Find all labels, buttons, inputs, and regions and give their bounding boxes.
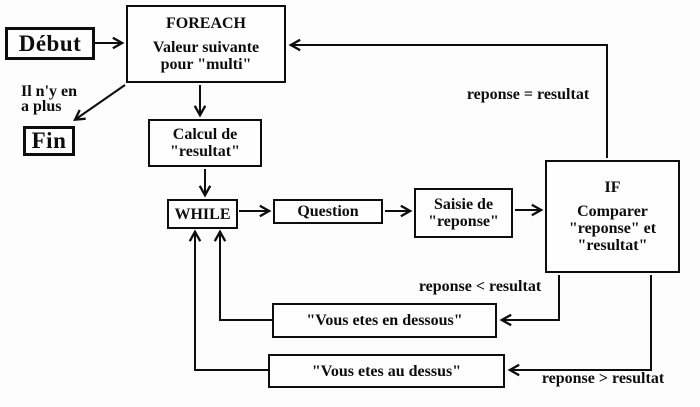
arrow-if-to-foreach	[292, 45, 608, 158]
node-foreach-line2: pour "multi"	[160, 56, 252, 73]
label-no-more-line2: a plus	[21, 98, 62, 115]
label-no-more-line1: Il n'y en	[21, 83, 78, 100]
node-foreach-title: FOREACH	[166, 15, 246, 32]
node-fin: Fin	[23, 126, 75, 156]
node-calcul-line2: "resultat"	[170, 143, 240, 160]
node-dessous: "Vous etes en dessous"	[272, 303, 497, 338]
node-saisie-line2: "reponse"	[428, 213, 499, 230]
node-dessus-label: "Vous etes au dessus"	[311, 362, 462, 380]
node-saisie-line1: Saisie de	[433, 196, 494, 213]
node-dessous-label: "Vous etes en dessous"	[306, 312, 463, 329]
node-if: IF Comparer "reponse" et "resultat"	[545, 160, 680, 273]
node-fin-label: Fin	[31, 128, 67, 153]
node-if-title: IF	[604, 179, 621, 196]
label-reponse-less: reponse < resultat	[418, 278, 542, 295]
node-if-line2: "reponse" et	[568, 220, 657, 237]
node-if-line3: "resultat"	[577, 237, 648, 254]
node-calcul: Calcul de "resultat"	[148, 119, 262, 167]
arrow-foreach-to-fin	[76, 84, 126, 119]
label-no-more: Il n'y en a plus	[21, 83, 93, 115]
node-calcul-line1: Calcul de	[172, 126, 238, 143]
label-reponse-greater: reponse > resultat	[541, 370, 665, 387]
node-while: WHILE	[167, 199, 238, 229]
arrow-dessous-to-while	[220, 233, 272, 321]
node-dessus: "Vous etes au dessus"	[268, 354, 505, 388]
node-if-line1: Comparer	[577, 203, 648, 220]
node-saisie: Saisie de "reponse"	[414, 188, 513, 238]
node-foreach-line1: Valeur suivante	[152, 39, 260, 56]
node-question: Question	[273, 199, 383, 224]
label-reponse-equal: reponse = resultat	[466, 86, 590, 103]
arrow-if-to-dessus	[511, 275, 652, 370]
node-foreach: FOREACH Valeur suivante pour "multi"	[126, 5, 286, 83]
arrow-if-to-dessous	[503, 275, 560, 320]
arrow-dessus-to-while	[195, 233, 268, 371]
node-while-label: WHILE	[174, 205, 231, 223]
node-debut-label: Début	[18, 30, 82, 56]
node-debut: Début	[5, 27, 95, 60]
node-question-label: Question	[297, 203, 359, 220]
